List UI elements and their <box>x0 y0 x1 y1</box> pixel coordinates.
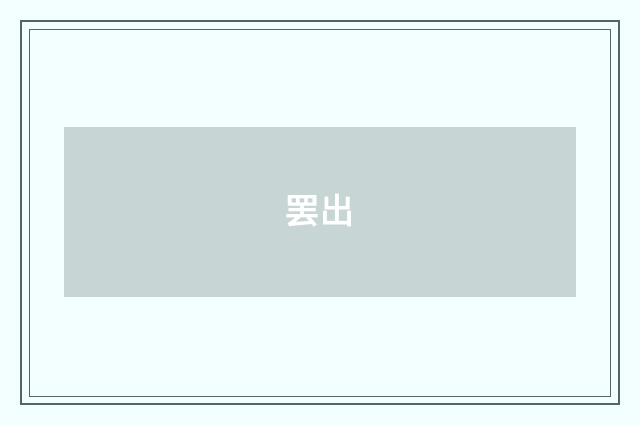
exit-button-label: 罢出 <box>285 192 355 232</box>
exit-button[interactable]: 罢出 <box>64 127 576 297</box>
inner-frame <box>29 29 611 397</box>
